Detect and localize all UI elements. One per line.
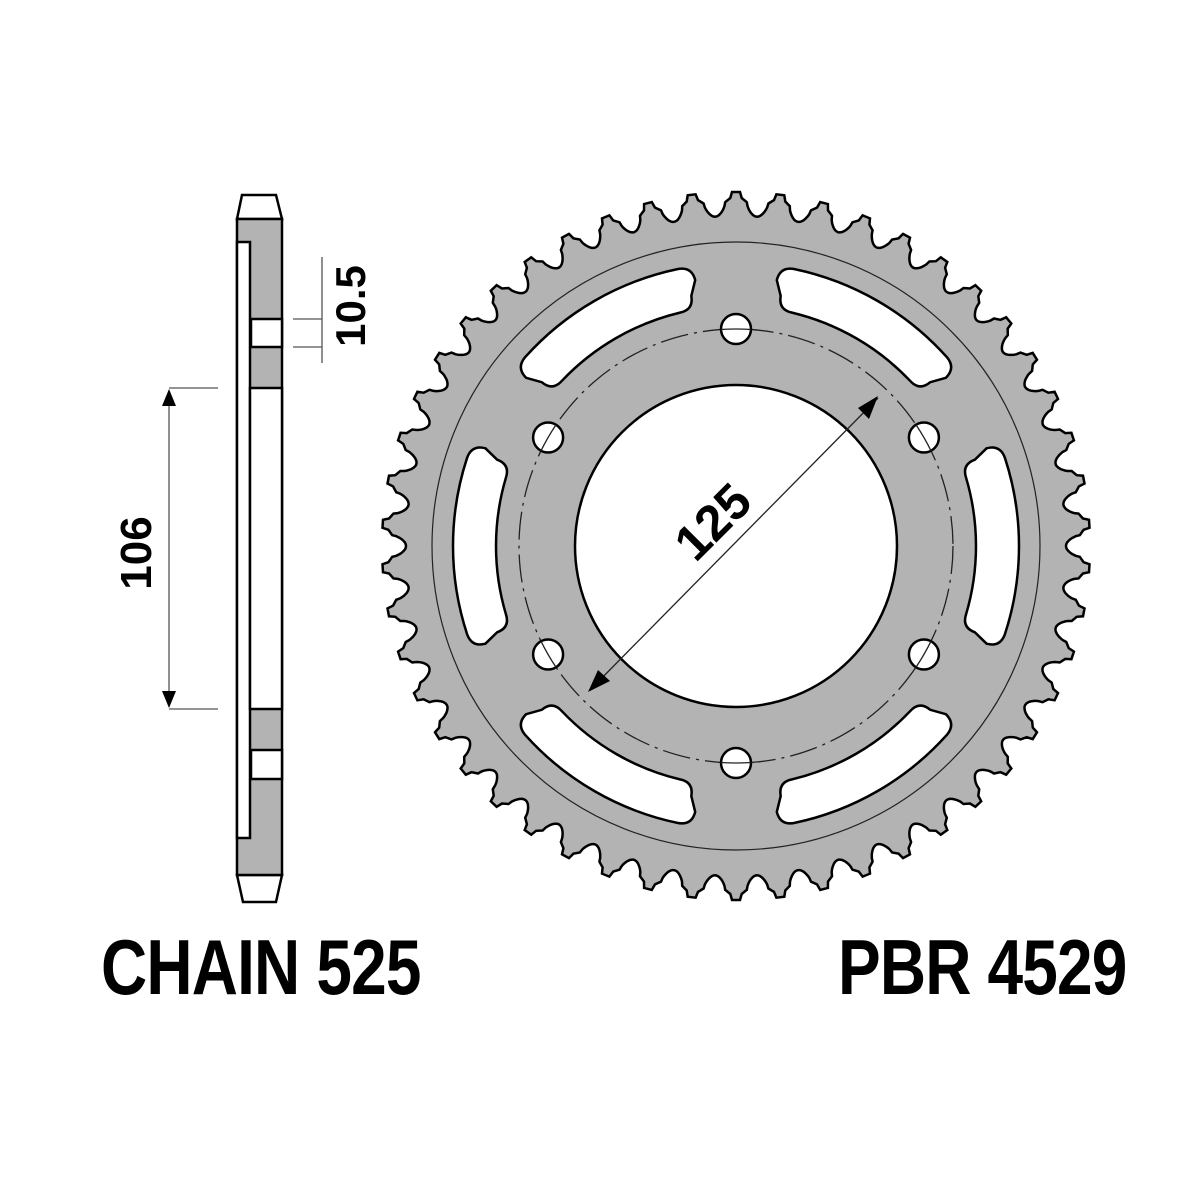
bolt-circle-centerline xyxy=(518,328,954,764)
side-bore-section xyxy=(248,386,284,711)
dimension-10-5-label: 10.5 xyxy=(327,265,374,347)
dimension-106: 106 xyxy=(112,387,218,710)
dimension-106-label: 106 xyxy=(112,516,161,589)
side-hole-upper xyxy=(249,317,284,349)
lightening-slot xyxy=(963,446,1021,646)
pitch-circle xyxy=(431,241,1041,851)
side-view-profile xyxy=(235,193,284,904)
dimension-125-label: 125 xyxy=(664,473,763,572)
sprocket-front-view xyxy=(381,190,1091,902)
lightening-slot xyxy=(775,704,953,825)
lightening-slot xyxy=(519,267,697,388)
side-hub-strip xyxy=(235,240,252,840)
lightening-slots xyxy=(451,267,1021,825)
dimension-125: 125 xyxy=(588,396,879,692)
lightening-slot xyxy=(519,704,697,825)
part-number-label: PBR 4529 xyxy=(838,923,1127,1011)
bolt-holes xyxy=(531,312,941,780)
dimension-10-5: 10.5 xyxy=(293,257,374,363)
lightening-slot xyxy=(775,267,953,388)
lightening-slot xyxy=(451,446,509,646)
side-top-chamfer xyxy=(235,193,284,221)
side-hole-lower xyxy=(249,748,284,781)
chain-size-label: CHAIN 525 xyxy=(101,923,421,1011)
side-bottom-chamfer xyxy=(235,873,284,904)
